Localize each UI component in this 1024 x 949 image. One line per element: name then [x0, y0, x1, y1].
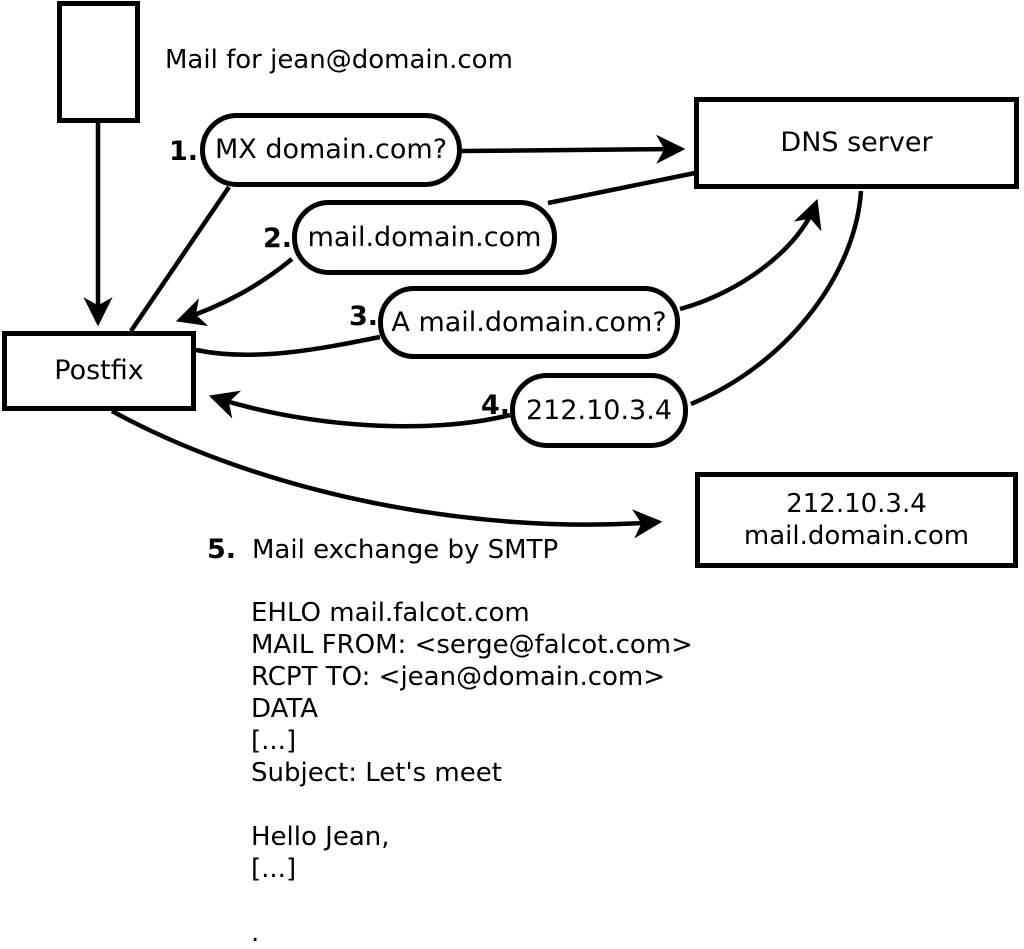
connector-arrows [83, 123, 864, 539]
arrow-answer2-to-postfix [175, 257, 294, 327]
step-2-number: 2. [262, 223, 292, 254]
query-a-label: A mail.domain.com? [391, 306, 667, 338]
step-4-number: 4. [480, 390, 510, 421]
smtp-line-ellipsis-2: [...] [251, 854, 297, 884]
step-5-number: 5. [206, 534, 236, 565]
line-postfix-to-query1 [129, 185, 231, 333]
line-dns-to-answer2 [547, 170, 696, 206]
smtp-line-mail-from: MAIL FROM: <serge@falcot.com> [251, 630, 693, 660]
postfix-node: Postfix [2, 331, 196, 411]
smtp-line-data: DATA [251, 694, 318, 724]
smtp-line-blank-1 [251, 789, 693, 821]
answer-mx-label: mail.domain.com [307, 221, 542, 253]
mail-server-hostname: mail.domain.com [743, 521, 970, 551]
query-mx-pill: MX domain.com? [200, 113, 462, 187]
step-5-label: Mail exchange by SMTP [252, 535, 559, 565]
smtp-line-ehlo: EHLO mail.falcot.com [251, 598, 530, 628]
smtp-line-end-dot: . [251, 918, 260, 948]
arrow-postfix-to-mailserver [110, 409, 663, 539]
mail-server-node: 212.10.3.4 mail.domain.com [695, 472, 1018, 568]
query-mx-label: MX domain.com? [214, 134, 448, 165]
dns-server-label: DNS server [780, 127, 933, 158]
smtp-session-block: EHLO mail.falcot.com MAIL FROM: <serge@f… [251, 597, 693, 949]
mail-server-ip: 212.10.3.4 [786, 489, 927, 519]
answer-mx-pill: mail.domain.com [292, 200, 557, 275]
arrow-query3-to-dns [679, 198, 822, 312]
query-a-pill: A mail.domain.com? [378, 286, 680, 359]
step-3-number: 3. [348, 301, 378, 332]
postfix-label: Postfix [54, 355, 144, 386]
line-postfix-to-query3 [195, 334, 381, 358]
smtp-line-hello: Hello Jean, [251, 822, 390, 852]
smtp-line-rcpt-to: RCPT TO: <jean@domain.com> [251, 662, 666, 692]
answer-a-label: 212.10.3.4 [526, 394, 672, 426]
line-dns-to-answer4 [690, 190, 864, 407]
smtp-line-ellipsis-1: [...] [251, 726, 297, 756]
answer-a-pill: 212.10.3.4 [510, 373, 688, 448]
mail-for-label: Mail for jean@domain.com [165, 45, 513, 75]
step-1-number: 1. [168, 136, 198, 167]
smtp-line-subject: Subject: Let's meet [251, 758, 502, 788]
smtp-line-blank-2 [251, 885, 693, 917]
arrow-answer4-to-postfix [208, 390, 511, 429]
dns-server-node: DNS server [694, 97, 1019, 189]
message-icon [57, 1, 140, 123]
arrow-query1-to-dns [461, 134, 686, 164]
